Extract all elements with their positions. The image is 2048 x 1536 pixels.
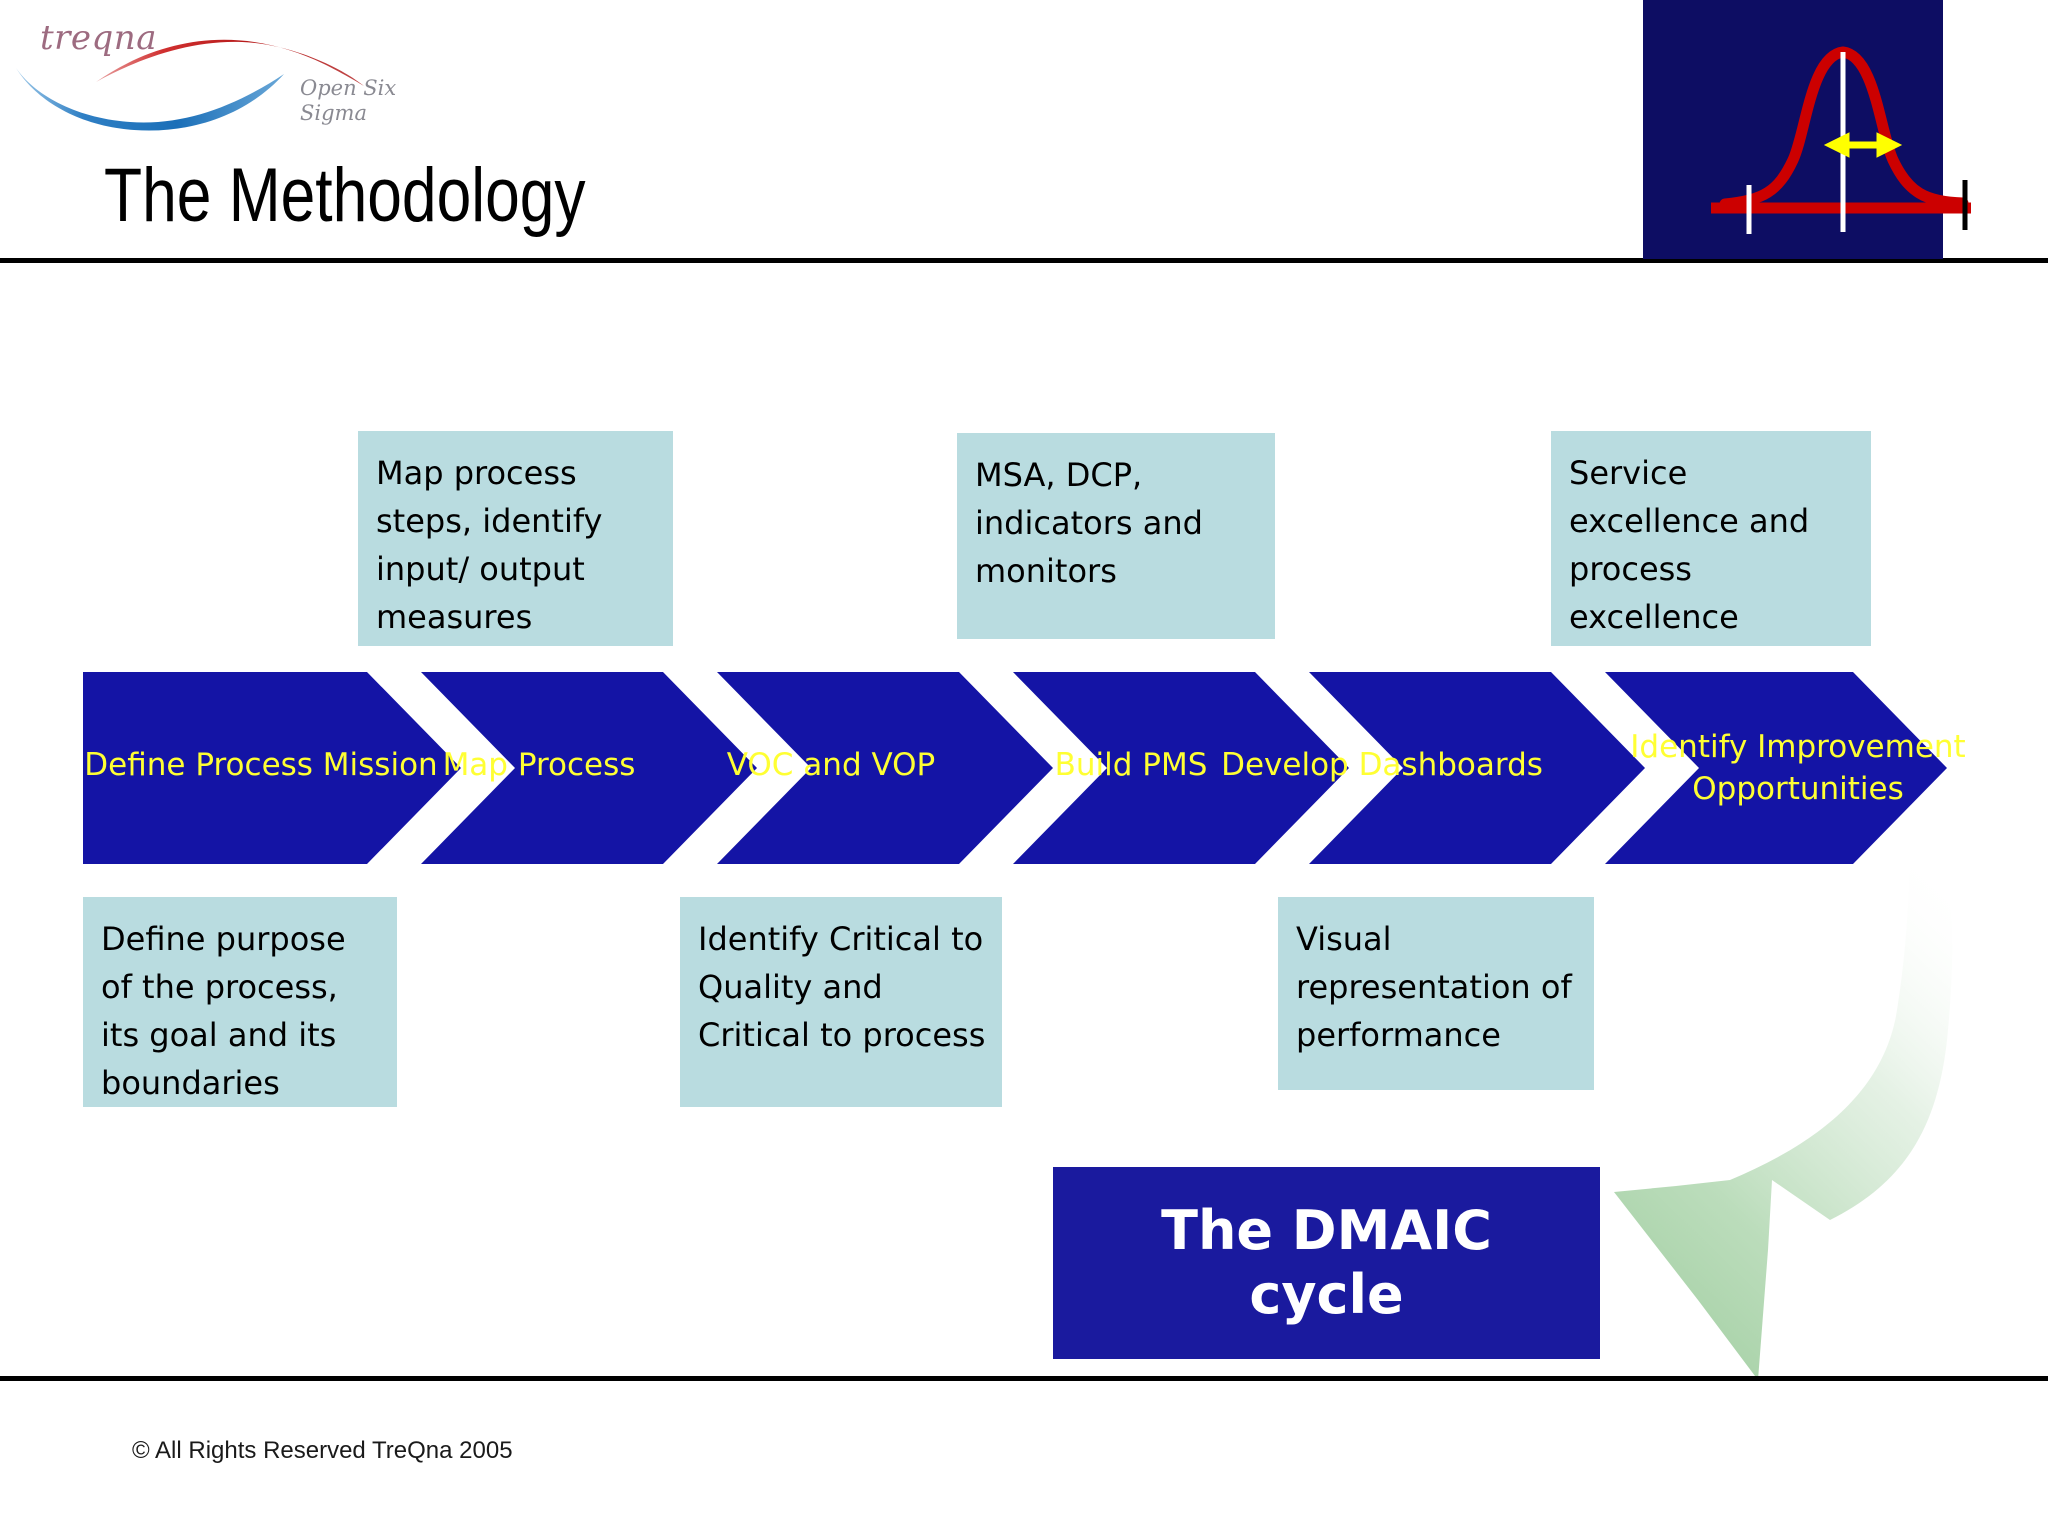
logo-wordmark: treqna [40,18,157,58]
callout-top-3: Service excellence and process excellenc… [1551,431,1871,646]
logo-subtitle-line1: Open Six [300,76,397,100]
callout-top-1: Map process steps, identify input/ outpu… [358,431,673,646]
footer-divider [0,1376,2048,1381]
logo-red-swoosh-icon [96,39,364,86]
bellcurve-panel-background [1643,0,1943,259]
chevron-label-develop-dashboards: Develop Dashboards [1221,747,1543,783]
treqna-logo: treqna [12,4,422,149]
chevron-label-map-process: Map Process [442,747,636,783]
chevron-label-line1: Identify Improvement [1630,729,1966,765]
chevron-label-build-pms: Build PMS [1054,747,1208,783]
callout-bottom-3: Visual representation of performance [1278,897,1594,1090]
green-curved-arrow-icon [1614,808,1953,1380]
normal-distribution-curve-icon [1711,46,1971,234]
logo-subtitle-line2: Sigma [300,101,367,125]
chevron-label-line2: Opportunities [1692,771,1904,807]
page-title: The Methodology [104,153,586,238]
logo-blue-swoosh-icon [16,68,284,131]
header-divider [0,258,2048,263]
chevron-label-define-process-mission: Define Process Mission [84,747,438,783]
chevron-label-identify-improvement-opportunities: Identify Improvement Opportunities [1578,726,2018,810]
dmaic-cycle-banner: The DMAIC cycle [1053,1167,1600,1359]
logo-subtitle: Open Six Sigma [300,76,396,126]
dmaic-banner-line2: cycle [1249,1263,1404,1326]
callout-top-2: MSA, DCP, indicators and monitors [957,433,1275,639]
dmaic-process-chevron-band: Define Process Mission Map Process VOC a… [83,672,1966,864]
callout-bottom-2: Identify Critical to Quality and Critica… [680,897,1002,1107]
copyright-notice: © All Rights Reserved TreQna 2005 [132,1437,513,1464]
dmaic-banner-line1: The DMAIC [1161,1199,1492,1262]
callout-bottom-1: Define purpose of the process, its goal … [83,897,397,1107]
chevron-label-voc-and-vop: VOC and VOP [726,747,936,783]
chevron-shapes [83,672,1947,864]
